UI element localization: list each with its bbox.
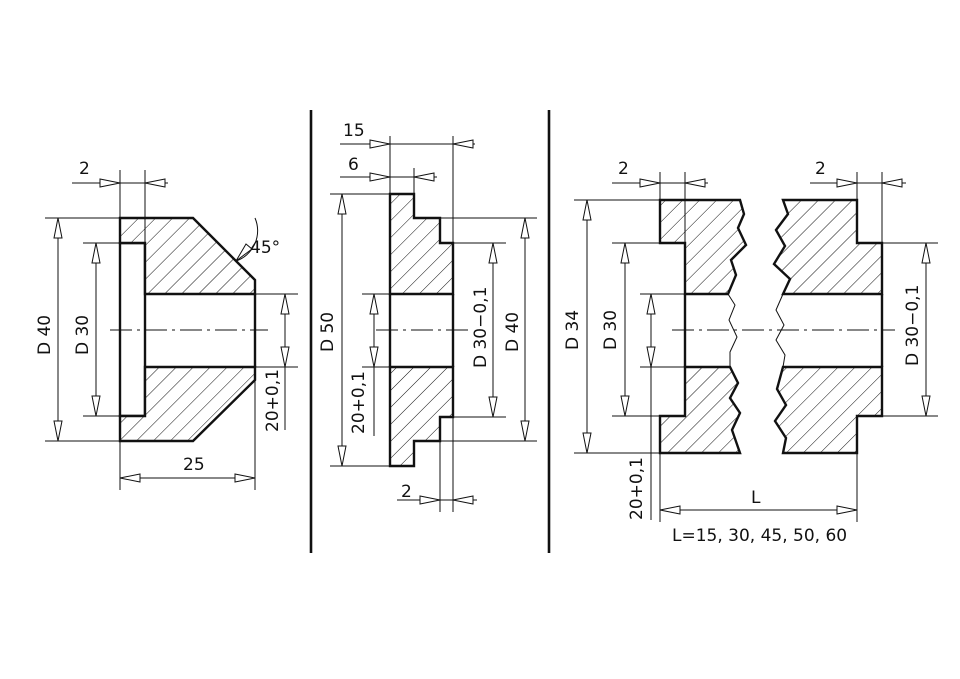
- part1-chamfer-label: 2: [79, 159, 90, 179]
- part2-shoulder-label: 2: [401, 482, 412, 502]
- part3-length-symbol: L: [751, 488, 761, 508]
- part2-bore-label: 20+0,1: [349, 371, 369, 434]
- part2-overall-width-label: 15: [343, 121, 365, 141]
- part2-hub-diameter-label: D 40: [503, 312, 523, 352]
- part1-section-top: [118, 216, 257, 296]
- part3-right-section-bottom: [773, 365, 884, 455]
- part2-hub-diameter-tol-label: D 30−0,1: [471, 287, 491, 368]
- part2-flange-width-label: 6: [348, 155, 359, 175]
- part3-right-shoulder-label: 2: [815, 159, 826, 179]
- part1-outer-diameter-label: D 40: [35, 315, 55, 355]
- part3-left-section-bottom: [658, 365, 742, 455]
- part1-inner-diameter-label: D 30: [73, 315, 93, 355]
- part3-bore-label: 20+0,1: [627, 457, 647, 520]
- part3-hub-diameter-tol-label: D 30−0,1: [903, 285, 923, 366]
- part3-inner-diameter-label: D 30: [601, 310, 621, 350]
- part1-view: 2 45° D 40 D 30 20+0,1 25: [35, 159, 298, 490]
- part3-length-values: L=15, 30, 45, 50, 60: [672, 526, 847, 546]
- part2-section-top: [388, 192, 455, 296]
- part2-view: 15 6 D 50 20+0,1 D 30−0,1 D 40 2: [318, 121, 537, 512]
- part2-outer-diameter-label: D 50: [318, 312, 338, 352]
- part1-angle-label: 45°: [250, 238, 280, 258]
- part3-outer-diameter-label: D 34: [563, 310, 583, 350]
- part1-bore-label: 20+0,1: [263, 369, 283, 432]
- part3-left-section-top: [658, 198, 748, 296]
- part1-section-bottom: [118, 365, 257, 443]
- part2-section-bottom: [388, 365, 455, 468]
- part1-length-label: 25: [183, 455, 205, 475]
- part3-left-shoulder-label: 2: [618, 159, 629, 179]
- part3-view: 2 2 D 34 D 30 20+0,1 D 30−0,1 L L=15, 30…: [563, 159, 938, 546]
- part3-right-section-top: [772, 198, 884, 296]
